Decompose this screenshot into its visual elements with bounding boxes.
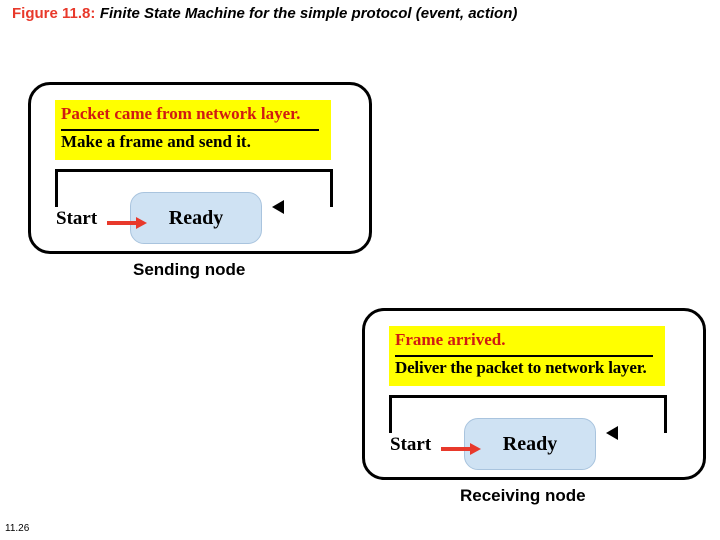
receiving-node-event-text: Frame arrived. [395, 330, 506, 349]
page-number: 11.26 [5, 523, 30, 534]
sending-node-transition-arrowhead-icon [272, 200, 284, 214]
sending-node-state-ready: Ready [130, 192, 262, 244]
receiving-node-start-arrow-line [441, 447, 471, 451]
receiving-node-diagram: Frame arrived. Deliver the packet to net… [362, 308, 706, 505]
sending-node-start-arrowhead-icon [136, 217, 147, 229]
sending-node-self-transition-path [55, 169, 333, 207]
sending-node-start-label: Start [56, 208, 98, 229]
receiving-node-caption: Receiving node [460, 486, 586, 505]
receiving-node-state-ready: Ready [464, 418, 596, 470]
sending-node-event-text: Packet came from network layer. [61, 104, 301, 123]
sending-node-event-action-box: Packet came from network layer. Make a f… [55, 100, 331, 160]
page-title: Figure 11.8: Finite State Machine for th… [12, 4, 702, 24]
receiving-node-transition-arrowhead-icon [606, 426, 618, 440]
receiving-node-event-divider [395, 355, 653, 357]
receiving-node-action-text: Deliver the packet to network layer. [395, 358, 647, 377]
sending-node-caption: Sending node [133, 260, 246, 279]
figure-label: Figure 11.8: [12, 5, 96, 22]
sending-node-event-divider [61, 129, 319, 131]
sending-node-diagram: Packet came from network layer. Make a f… [28, 82, 372, 279]
receiving-node-self-transition-path [389, 395, 667, 433]
receiving-node-start-label: Start [390, 434, 432, 455]
figure-caption: Finite State Machine for the simple prot… [99, 5, 518, 22]
receiving-node-start-arrowhead-icon [470, 443, 481, 455]
receiving-node-event-action-box: Frame arrived. Deliver the packet to net… [389, 326, 665, 386]
sending-node-action-text: Make a frame and send it. [61, 132, 251, 151]
sending-node-start-arrow-line [107, 221, 137, 225]
